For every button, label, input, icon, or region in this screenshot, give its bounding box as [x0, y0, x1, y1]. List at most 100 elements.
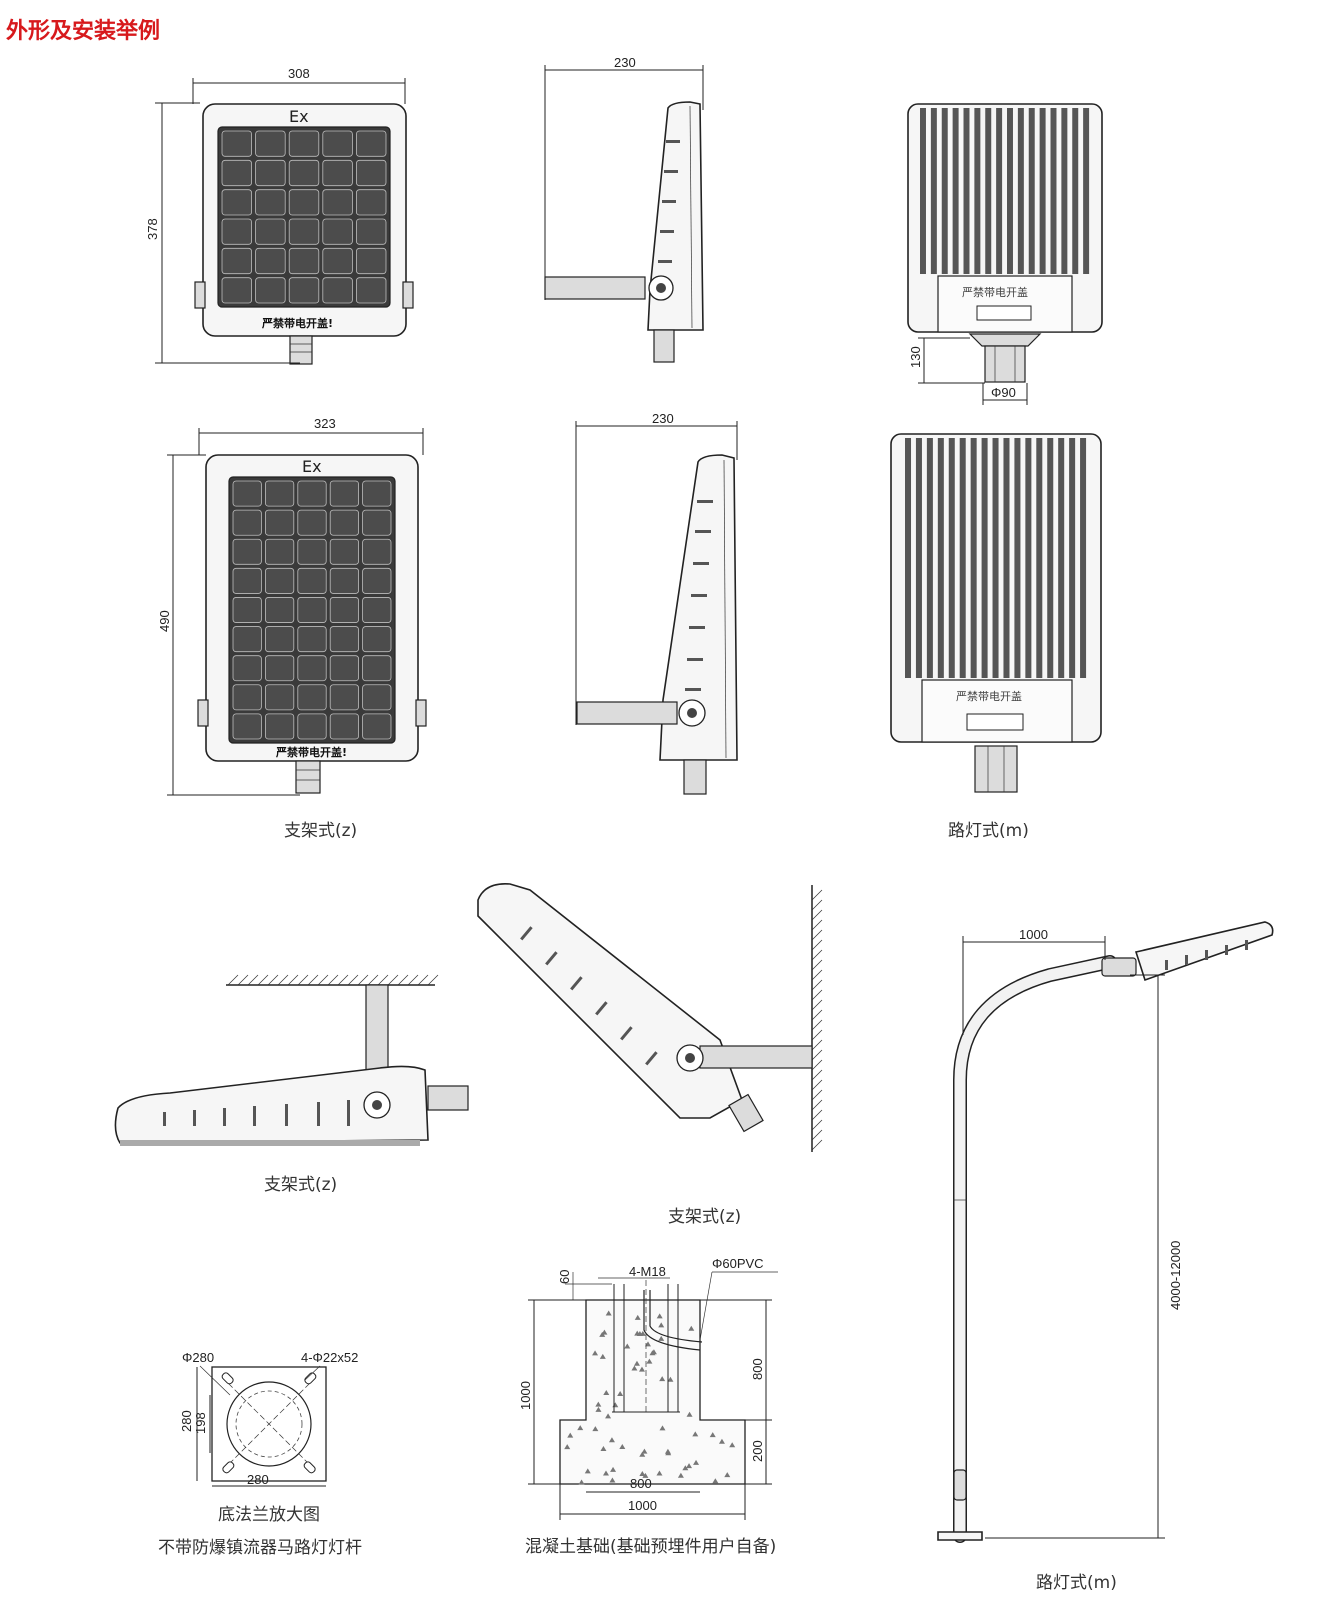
flange-bottom-label: 280 [247, 1472, 269, 1487]
led-cell [221, 218, 253, 245]
page-title: 外形及安装举例 [6, 18, 160, 44]
led-cell [297, 480, 327, 507]
foundation-upper-width: 800 [630, 1476, 652, 1491]
ex-logo-large: Ex [302, 457, 322, 476]
led-cell [362, 480, 392, 507]
hatch-line [811, 969, 823, 981]
heatsink-fin [915, 438, 922, 678]
foundation-base-height: 200 [750, 1440, 765, 1462]
led-cell [329, 684, 360, 711]
concrete-speckle [602, 1470, 609, 1476]
concrete-speckle [656, 1313, 663, 1319]
concrete-speckle [658, 1335, 665, 1341]
led-cell [355, 159, 387, 187]
concrete-speckle [693, 1459, 700, 1465]
led-cell [232, 684, 262, 711]
concrete-speckle [638, 1366, 645, 1372]
heatsink-fin [1036, 438, 1043, 678]
heatsink-fin [1017, 108, 1024, 274]
hatch-line [811, 909, 823, 921]
hatch-line [811, 959, 823, 971]
concrete-speckle [592, 1350, 599, 1356]
depth-dimension-large: 230 [652, 411, 674, 426]
hatch-line [237, 974, 249, 986]
led-cell [264, 655, 295, 682]
led-cell [288, 159, 320, 187]
heatsink-fin [952, 108, 959, 274]
hatch-line [811, 999, 823, 1011]
led-cell [297, 597, 327, 623]
led-cell [297, 567, 327, 594]
heatsink-fin [948, 438, 955, 678]
concrete-speckle [646, 1358, 653, 1364]
led-cell [297, 509, 327, 536]
heatsink-fin [1050, 108, 1057, 274]
hatch-line [257, 974, 269, 986]
front-view-large: Ex 严禁带电开盖! 323 490 [157, 416, 427, 796]
concrete-speckle [718, 1438, 725, 1444]
concrete-speckle [578, 1479, 585, 1485]
concrete-speckle [658, 1322, 665, 1328]
conduit-label: Φ60PVC [712, 1256, 764, 1271]
hatch-line [377, 974, 389, 986]
hatch-line [357, 974, 369, 986]
concrete-speckle [595, 1401, 602, 1407]
led-cell [232, 567, 262, 594]
hatch-line [811, 1029, 823, 1041]
concrete-speckle [595, 1406, 602, 1412]
heatsink-fin [1080, 438, 1087, 678]
front-view-small: Ex 严禁带电开盖! 308 378 [145, 66, 414, 365]
hatch-line [407, 974, 419, 986]
led-cell [288, 130, 320, 157]
led-cell [362, 713, 392, 740]
hatch-line [811, 979, 823, 991]
led-cell [255, 247, 286, 275]
concrete-speckle [656, 1470, 663, 1476]
hatch-line [811, 1089, 823, 1101]
concrete-speckle [603, 1390, 610, 1396]
heatsink-fin [1061, 108, 1068, 274]
foundation-diagram: 60 4-M18 Φ60PVC 1000 800 200 800 1000 混凝… [518, 1256, 778, 1557]
led-cell [255, 277, 286, 304]
concrete-speckle [605, 1413, 612, 1419]
concrete-speckle [642, 1472, 649, 1478]
heatsink-fin [1058, 438, 1065, 678]
led-cell [355, 247, 387, 275]
led-cell [288, 218, 320, 245]
hatch-line [387, 974, 399, 986]
concrete-speckle [610, 1466, 617, 1472]
concrete-speckle [639, 1470, 646, 1476]
caption-bracket-views: 支架式(z) [284, 821, 357, 841]
hatch-line [811, 899, 823, 911]
heatsink-fin [1039, 108, 1046, 274]
led-cell [264, 684, 295, 711]
concrete-speckle [686, 1463, 693, 1469]
bolt-top-label: 60 [557, 1270, 572, 1284]
hatch-line [811, 1079, 823, 1091]
led-cell [329, 567, 360, 594]
heatsink-fin [930, 108, 937, 274]
concrete-speckle [609, 1477, 616, 1483]
concrete-speckle [592, 1426, 599, 1432]
led-cell [362, 597, 392, 623]
led-cell [322, 277, 353, 304]
warning-label: 严禁带电开盖! [261, 316, 333, 330]
hatch-line [811, 949, 823, 961]
bolts-label: 4-M18 [629, 1264, 666, 1279]
height-dimension-large: 490 [157, 610, 172, 632]
back-warning-label-large: 严禁带电开盖 [956, 689, 1022, 703]
led-cell [221, 277, 253, 304]
caption-pole: 路灯式(m) [1036, 1573, 1117, 1593]
heatsink-fin [1072, 108, 1079, 274]
led-cell [362, 567, 392, 594]
heatsink-fin [1028, 108, 1035, 274]
hatch-line [811, 929, 823, 941]
led-cell [232, 597, 262, 623]
heatsink-fin [974, 108, 981, 274]
back-view-large: 严禁带电开盖 [890, 433, 1102, 793]
led-cell [297, 684, 327, 711]
hatch-line [247, 974, 259, 986]
hatch-line [347, 974, 359, 986]
hatch-line [811, 1099, 823, 1111]
